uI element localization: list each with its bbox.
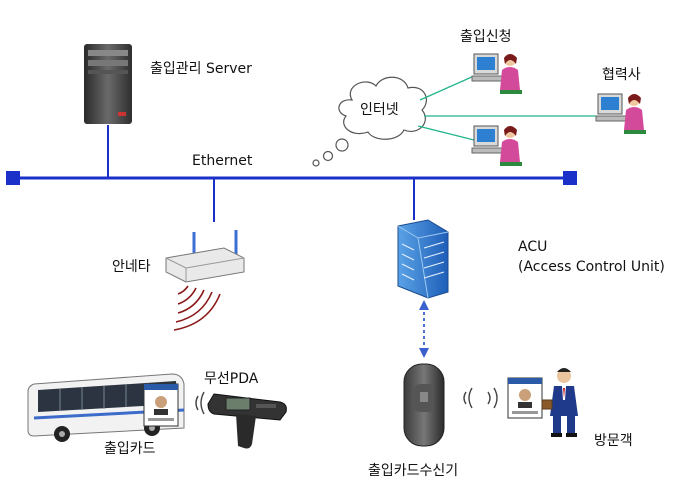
user-pc-icon-apply — [471, 53, 522, 94]
internet-cloud-icon — [312, 76, 427, 167]
acu-label: ACU — [518, 239, 548, 255]
signal-waves-icon — [173, 285, 221, 331]
acu-reader-link — [419, 300, 429, 358]
ethernet-label: Ethernet — [192, 153, 253, 169]
internet-label: 인터넷 — [360, 102, 399, 118]
partner-label: 협력사 — [602, 67, 641, 83]
server-label: 출입관리 Server — [150, 61, 252, 77]
user-pc-icon-lower — [471, 125, 522, 166]
bus-terminator-right — [563, 171, 577, 185]
reader-signal-icon — [463, 387, 498, 409]
id-card-icon-bus — [143, 383, 179, 427]
acu-full-label: (Access Control Unit) — [518, 259, 665, 275]
acu-icon — [397, 219, 449, 299]
server-icon — [84, 44, 132, 124]
ethernet-bus — [6, 125, 577, 222]
bus-terminator-left — [6, 171, 20, 185]
user-pc-icon-partner — [595, 93, 646, 134]
access-card-label: 출입카드 — [104, 441, 156, 457]
visitor-label: 방문객 — [594, 433, 633, 449]
card-reader-icon — [403, 363, 445, 447]
visitor-person-icon — [541, 368, 578, 437]
pda-device-icon — [207, 393, 287, 449]
pda-signal-icon — [195, 391, 205, 415]
internet-links — [417, 75, 596, 141]
access-point-icon — [165, 230, 245, 283]
antenna-label: 안네타 — [112, 259, 151, 275]
pda-label: 무선PDA — [204, 371, 259, 387]
id-card-icon-visitor — [507, 377, 543, 419]
apply-label: 출입신청 — [460, 29, 512, 45]
card-reader-label: 출입카드수신기 — [368, 463, 459, 479]
